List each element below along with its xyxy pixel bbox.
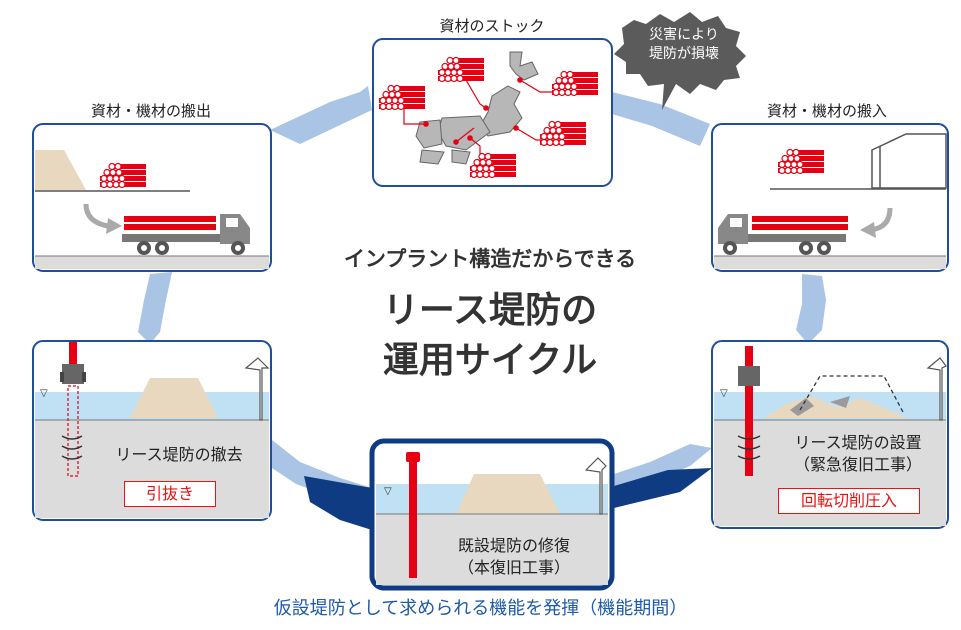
stock-label: 資材のストック xyxy=(439,17,545,35)
carry-out-panel xyxy=(32,123,272,272)
function-period-caption: 仮設堤防として求められる機能を発揮（機能期間） xyxy=(273,598,688,619)
function-period-arrows xyxy=(304,468,712,530)
disaster-label: 災害により 堤防が損壊 xyxy=(649,27,719,62)
svg-text:▽: ▽ xyxy=(384,486,392,497)
repair-label: 既設堤防の修復 （本復旧工事） xyxy=(426,535,602,579)
svg-text:▽: ▽ xyxy=(40,388,48,399)
carry-in-panel xyxy=(711,123,949,272)
rotary-box: 回転切削圧入 xyxy=(778,488,920,514)
removal-panel: ▽ xyxy=(32,340,272,521)
install-label-line1: リース堤防の設置 xyxy=(794,433,922,452)
repair-label-line1: 既設堤防の修復 xyxy=(457,536,570,555)
center-title: リース堤防の 運用サイクル xyxy=(300,286,680,386)
disaster-bubble xyxy=(614,12,746,110)
repair-label-line2: （本復旧工事） xyxy=(457,558,570,577)
install-panel: ▽ xyxy=(711,340,949,529)
carry-out-label: 資材・機材の搬出 xyxy=(90,102,211,120)
pull-out-box: 引抜き xyxy=(124,481,216,507)
stock-panel xyxy=(372,38,613,187)
center-subtitle: インプラント構造だからできる xyxy=(343,247,637,271)
repair-panel: ▽ xyxy=(369,438,615,591)
removal-label: リース堤防の撤去 xyxy=(115,445,243,464)
carry-in-label: 資材・機材の搬入 xyxy=(766,102,887,120)
install-label-line2: （緊急復旧工事） xyxy=(793,455,922,474)
svg-text:▽: ▽ xyxy=(720,388,728,399)
center-title-line1: リース堤防の xyxy=(382,290,598,331)
install-label: リース堤防の設置 （緊急復旧工事） xyxy=(770,432,946,476)
center-title-line2: 運用サイクル xyxy=(382,340,598,381)
